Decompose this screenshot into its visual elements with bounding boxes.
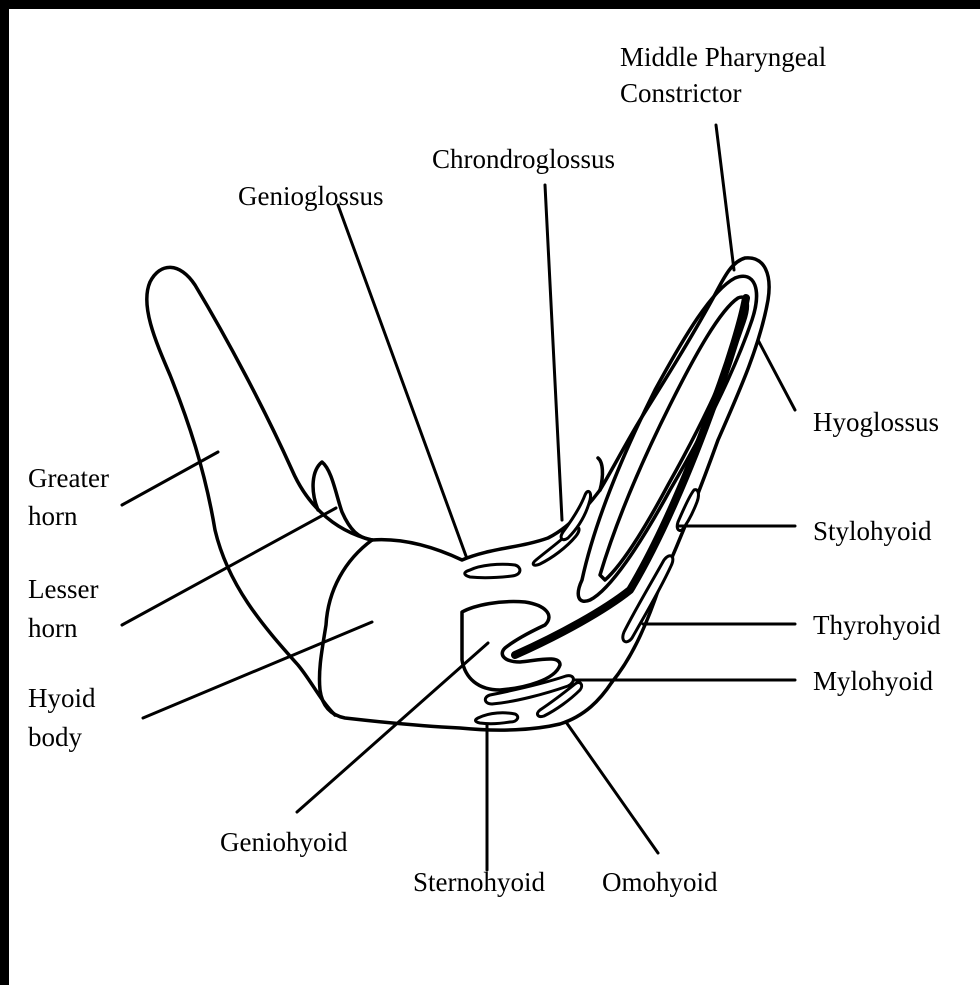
label-stylohyoid: Stylohyoid xyxy=(813,516,932,546)
label-genioglossus: Genioglossus xyxy=(238,181,384,211)
label-geniohyoid: Geniohyoid xyxy=(220,827,348,857)
leader-hyoid-body xyxy=(143,622,372,718)
leader-middle-pharyngeal xyxy=(716,125,734,270)
hyoid-spur-outline xyxy=(598,458,602,490)
label-middle-pharyngeal-line1: Middle Pharyngeal xyxy=(620,42,826,72)
label-sternohyoid: Sternohyoid xyxy=(413,867,545,897)
label-greater-horn-line1: Greater xyxy=(28,463,109,493)
label-middle-pharyngeal-line2: Constrictor xyxy=(620,78,742,108)
label-omohyoid: Omohyoid xyxy=(602,867,718,897)
inner-attachment-loop xyxy=(600,297,747,580)
leader-omohyoid xyxy=(566,722,658,853)
geniohyoid-fossa xyxy=(462,602,560,690)
left-greater-horn-outline xyxy=(147,267,372,715)
hyoglossus-band xyxy=(515,298,746,655)
label-mylohyoid: Mylohyoid xyxy=(813,666,934,696)
label-thyrohyoid: Thyrohyoid xyxy=(813,610,941,640)
label-hyoglossus: Hyoglossus xyxy=(813,407,939,437)
constrictor-attachment-loop xyxy=(578,276,756,601)
label-greater-horn-line2: horn xyxy=(28,501,78,531)
genioglossus-mark xyxy=(465,564,520,577)
sternohyoid-mark xyxy=(476,713,518,724)
leader-hyoglossus xyxy=(758,340,795,410)
label-hyoid-body-line1: Hyoid xyxy=(28,683,96,713)
labels: Middle Pharyngeal Constrictor Chrondrogl… xyxy=(28,42,941,897)
label-chondroglossus: Chrondroglossus xyxy=(432,144,615,174)
thyrohyoid-mark xyxy=(623,556,673,642)
label-lesser-horn-line2: horn xyxy=(28,613,78,643)
label-hyoid-body-line2: body xyxy=(28,722,83,752)
leader-chondroglossus xyxy=(545,185,562,520)
label-lesser-horn-line1: Lesser xyxy=(28,574,98,604)
muscle-attachments xyxy=(462,276,757,723)
hyoid-upper-margin xyxy=(372,490,600,560)
leader-genioglossus xyxy=(338,205,466,556)
leader-lesser-horn xyxy=(122,508,336,625)
